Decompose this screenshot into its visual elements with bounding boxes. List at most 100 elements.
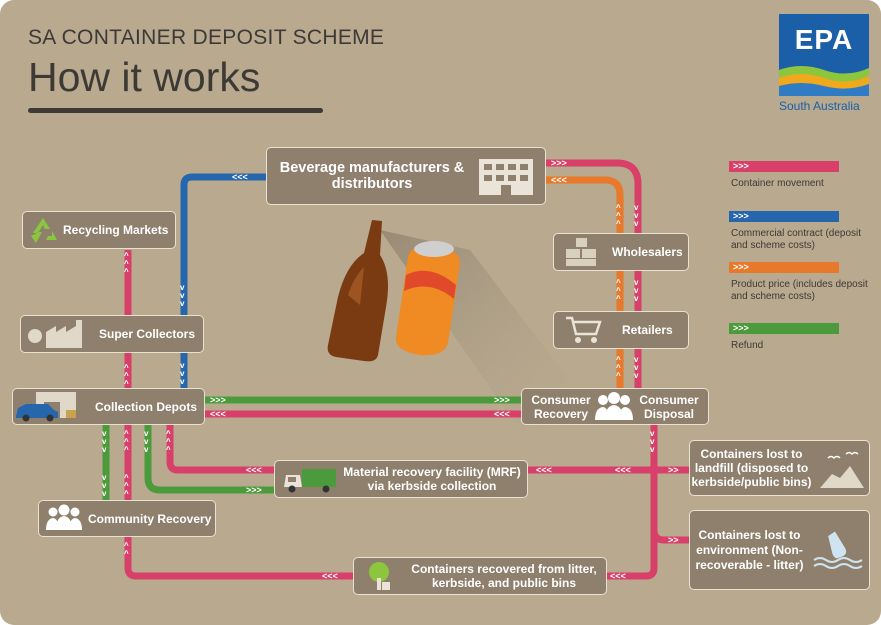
tree-icon bbox=[369, 562, 390, 590]
factory-icon bbox=[28, 320, 82, 348]
svg-text:>>>: >>> bbox=[551, 158, 567, 168]
svg-text:^: ^ bbox=[166, 429, 171, 438]
svg-text:v: v bbox=[634, 286, 639, 295]
flow-arrow-glyphs: <<< >>> <<< >>> >>> <<< <<< <<< >>> <<< … bbox=[210, 158, 679, 581]
svg-text:<<<: <<< bbox=[615, 465, 631, 475]
vertical-arrow-glyphs: ^^^ ^^^ vvv vvv vvv ^^^ ^^^ vvv ^^^ vvv … bbox=[102, 203, 655, 558]
svg-text:^: ^ bbox=[616, 278, 621, 287]
svg-text:v: v bbox=[102, 429, 107, 438]
legend-label-refund: Refund bbox=[731, 340, 764, 351]
svg-text:^: ^ bbox=[124, 267, 129, 276]
node-recycling-markets: Recycling Markets bbox=[22, 211, 176, 249]
svg-text:^: ^ bbox=[616, 294, 621, 303]
svg-text:^: ^ bbox=[124, 259, 129, 268]
svg-text:^: ^ bbox=[166, 437, 171, 446]
node-retailers-label: Retailers bbox=[622, 323, 673, 337]
car-icon bbox=[16, 392, 76, 422]
svg-text:v: v bbox=[180, 369, 185, 378]
cart-icon bbox=[566, 316, 602, 343]
litter-icon bbox=[813, 531, 863, 569]
svg-text:^: ^ bbox=[124, 445, 129, 454]
svg-text:^: ^ bbox=[616, 371, 621, 380]
svg-text:^: ^ bbox=[124, 481, 129, 490]
header-kicker: SA CONTAINER DEPOSIT SCHEME bbox=[28, 26, 385, 49]
svg-text:^: ^ bbox=[616, 355, 621, 364]
container-movement-line-mrf bbox=[166, 425, 278, 474]
svg-text:v: v bbox=[144, 445, 149, 454]
epa-logo: EPA South Australia bbox=[779, 14, 869, 113]
svg-text:<<<: <<< bbox=[494, 409, 510, 419]
landfill-icon bbox=[820, 451, 864, 488]
title-underline bbox=[28, 108, 323, 113]
product-price-line bbox=[545, 176, 624, 392]
svg-text:^: ^ bbox=[124, 251, 129, 260]
container-movement-line-disposal bbox=[606, 425, 658, 580]
svg-text:<<<: <<< bbox=[232, 172, 248, 182]
legend-label-commercial-contract: Commercial contract (deposit and scheme … bbox=[731, 228, 862, 251]
can-icon bbox=[395, 241, 460, 356]
legend-arrows: >>> bbox=[733, 211, 749, 221]
svg-text:v: v bbox=[180, 291, 185, 300]
node-landfill-label: Containers lost to landfill (disposed to… bbox=[691, 447, 812, 489]
legend-label-product-price: Product price (includes deposit and sche… bbox=[731, 279, 868, 302]
svg-text:^: ^ bbox=[124, 489, 129, 498]
node-depots-label: Collection Depots bbox=[95, 399, 198, 414]
svg-text:<<<: <<< bbox=[551, 175, 567, 185]
svg-text:v: v bbox=[102, 489, 107, 498]
people-icon bbox=[46, 504, 82, 530]
svg-text:>>: >> bbox=[668, 465, 679, 475]
building-icon bbox=[479, 159, 533, 195]
node-recycling-label: Recycling Markets bbox=[63, 223, 169, 237]
svg-text:<<<: <<< bbox=[210, 409, 226, 419]
legend-arrows: >>> bbox=[733, 161, 749, 171]
epa-logo-mark: EPA bbox=[794, 24, 854, 55]
svg-text:v: v bbox=[634, 294, 639, 303]
svg-text:v: v bbox=[180, 361, 185, 370]
svg-text:^: ^ bbox=[124, 379, 129, 388]
svg-text:^: ^ bbox=[616, 219, 621, 228]
svg-text:v: v bbox=[650, 429, 655, 438]
svg-text:v: v bbox=[634, 203, 639, 212]
node-lost-landfill: Containers lost to landfill (disposed to… bbox=[689, 440, 870, 496]
svg-text:v: v bbox=[180, 299, 185, 308]
node-community-label: Community Recovery bbox=[88, 511, 212, 526]
legend-arrows: >>> bbox=[733, 262, 749, 272]
epa-logo-subtitle: South Australia bbox=[779, 99, 860, 113]
bottle-icon bbox=[327, 220, 388, 362]
legend-bar-commercial-contract: >>> bbox=[729, 211, 839, 222]
svg-text:^: ^ bbox=[124, 541, 129, 550]
products-illustration bbox=[327, 220, 460, 362]
svg-text:v: v bbox=[180, 377, 185, 386]
svg-text:v: v bbox=[650, 437, 655, 446]
node-beverage-label: Beverage manufacturers & distributors bbox=[279, 160, 465, 192]
svg-text:v: v bbox=[102, 445, 107, 454]
svg-text:^: ^ bbox=[124, 437, 129, 446]
node-super-label: Super Collectors bbox=[99, 327, 196, 341]
container-movement-line-top bbox=[545, 159, 642, 392]
people-icon bbox=[595, 392, 633, 420]
legend-bar-refund: >>> bbox=[729, 323, 839, 334]
svg-text:<<<: <<< bbox=[246, 465, 262, 475]
svg-text:<<<: <<< bbox=[610, 571, 626, 581]
svg-text:^: ^ bbox=[124, 473, 129, 482]
svg-text:v: v bbox=[634, 371, 639, 380]
epa-logo-box: EPA bbox=[779, 14, 869, 96]
svg-text:v: v bbox=[180, 283, 185, 292]
svg-text:v: v bbox=[634, 219, 639, 228]
svg-text:v: v bbox=[634, 363, 639, 372]
node-environment-label: Containers lost to environment (Non-reco… bbox=[695, 527, 804, 572]
svg-text:^: ^ bbox=[124, 371, 129, 380]
node-containers-recovered: Containers recovered from litter, kerbsi… bbox=[353, 557, 607, 595]
truck-icon bbox=[284, 469, 336, 493]
svg-text:>>>: >>> bbox=[494, 395, 510, 405]
svg-text:v: v bbox=[102, 481, 107, 490]
svg-text:<<<: <<< bbox=[536, 465, 552, 475]
node-mrf-label: Material recovery facility (MRF) via ker… bbox=[343, 465, 521, 493]
svg-text:^: ^ bbox=[124, 429, 129, 438]
svg-text:v: v bbox=[144, 437, 149, 446]
svg-text:^: ^ bbox=[616, 211, 621, 220]
svg-text:v: v bbox=[102, 473, 107, 482]
svg-text:v: v bbox=[144, 429, 149, 438]
page-title: How it works bbox=[28, 54, 261, 100]
